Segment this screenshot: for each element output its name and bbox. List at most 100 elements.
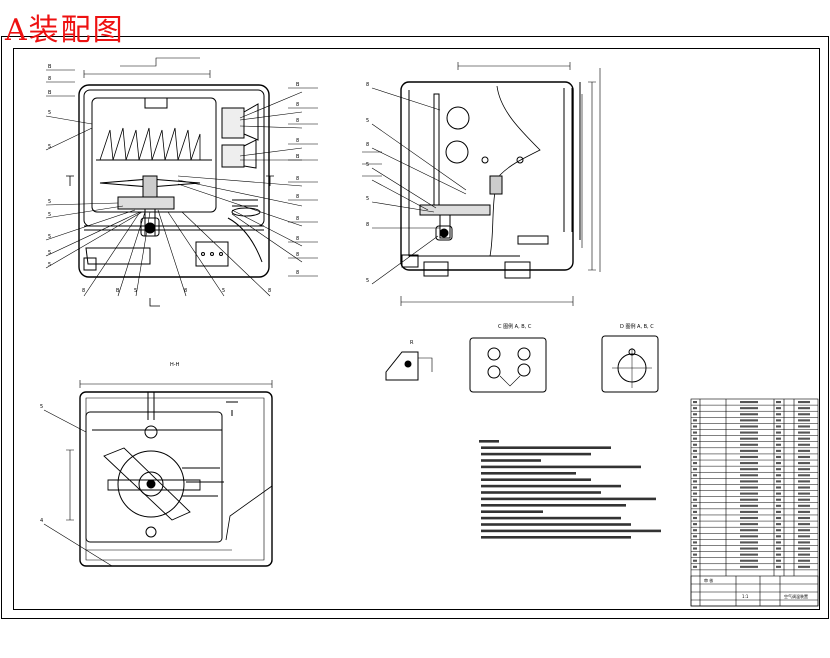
svg-text:C 图例 A, B, C: C 图例 A, B, C [498, 323, 532, 330]
parts-table-cell-mark [740, 547, 758, 550]
parts-table-cell-mark [740, 504, 758, 507]
parts-table-cell-mark [693, 553, 697, 556]
svg-text:B: B [48, 90, 52, 96]
parts-table-cell-mark [693, 449, 697, 452]
parts-table-cell-mark [693, 504, 697, 507]
parts-table-cell-mark [693, 541, 697, 544]
technical-note-line [481, 459, 541, 462]
parts-table-cell-mark [740, 541, 758, 544]
svg-text:5: 5 [366, 118, 369, 124]
svg-text:D 图例 A, B, C: D 图例 A, B, C [620, 323, 654, 330]
parts-table-cell-mark [798, 535, 810, 538]
parts-table-cell-mark [776, 547, 781, 550]
technical-note-line [481, 484, 621, 488]
svg-text:8: 8 [366, 222, 369, 228]
svg-text:8: 8 [184, 288, 187, 294]
parts-table-cell-mark [776, 516, 781, 520]
drawing-title: A装配图 [5, 13, 125, 48]
parts-table-cell-mark [740, 486, 758, 489]
svg-text:审 核: 审 核 [704, 577, 713, 583]
svg-text:5: 5 [48, 199, 51, 205]
parts-table-cell-mark [776, 462, 781, 465]
parts-table-cell-mark [776, 419, 781, 422]
parts-table-cell-mark [798, 462, 810, 465]
parts-table-cell-mark [776, 535, 781, 538]
svg-text:B: B [296, 154, 300, 160]
parts-table-cell-mark [776, 492, 781, 495]
parts-table-cell-mark [776, 553, 781, 556]
parts-table-cell-mark [693, 480, 697, 483]
parts-table-cell-mark [693, 437, 697, 440]
svg-text:1:1: 1:1 [742, 594, 749, 599]
parts-table-cell-mark [776, 523, 781, 526]
parts-table-cell-mark [798, 510, 810, 513]
parts-table-cell-mark [740, 407, 758, 410]
svg-text:B: B [296, 82, 300, 88]
parts-table-cell-mark [776, 529, 781, 532]
parts-table-rows [691, 401, 818, 571]
parts-table-cell-mark [693, 565, 697, 568]
parts-table-cell-mark [740, 437, 758, 440]
svg-text:5: 5 [48, 234, 51, 240]
parts-table-cell-mark [693, 474, 697, 477]
svg-text:B: B [48, 64, 52, 70]
parts-table-cell-mark [776, 413, 781, 416]
svg-text:5: 5 [222, 288, 225, 294]
technical-note-line [481, 465, 641, 469]
parts-table-cell-mark [798, 529, 810, 532]
detail-views [385, 335, 659, 393]
svg-text:8: 8 [296, 176, 299, 182]
svg-text:8: 8 [296, 270, 299, 276]
parts-table-cell-mark [776, 437, 781, 440]
parts-table-cell-mark [776, 407, 781, 410]
technical-note-line [479, 440, 499, 443]
parts-table-cell-mark [798, 419, 810, 422]
svg-text:8: 8 [296, 252, 299, 258]
parts-table-cell-mark [740, 425, 758, 428]
parts-table-cell-mark [740, 535, 758, 538]
parts-table-cell-mark [798, 565, 810, 568]
svg-text:8: 8 [366, 142, 369, 148]
parts-table-cell-mark [693, 535, 697, 538]
technical-note-line [481, 497, 656, 501]
parts-table-cell-mark [693, 407, 697, 410]
parts-table-cell-mark [740, 523, 758, 526]
parts-table-cell-mark [693, 462, 697, 465]
parts-table-cell-mark [693, 486, 697, 489]
parts-table-cell-mark [740, 492, 758, 495]
svg-text:5: 5 [48, 110, 51, 116]
parts-table-cell-mark [776, 431, 781, 434]
svg-text:5: 5 [366, 162, 369, 168]
parts-table-cell-mark [798, 449, 810, 452]
parts-table-cell-mark [740, 529, 758, 532]
parts-table-cell-mark [693, 419, 697, 422]
parts-table-cell-mark [798, 516, 810, 520]
technical-notes [479, 440, 679, 547]
parts-table-cell-mark [693, 559, 697, 562]
technical-note-line [481, 529, 661, 533]
parts-table-cell-mark [798, 559, 810, 562]
svg-text:8: 8 [366, 82, 369, 88]
svg-text:8: 8 [296, 138, 299, 144]
bottom-view-labels: 54 H-H [40, 362, 180, 524]
technical-notes-lines [479, 440, 661, 539]
parts-table-cell-mark [740, 443, 758, 446]
svg-text:8: 8 [268, 288, 271, 294]
technical-note-line [481, 452, 591, 456]
parts-table-cell-mark [693, 498, 697, 501]
parts-table-cell-mark [740, 431, 758, 434]
svg-text:5: 5 [48, 262, 51, 268]
svg-text:B: B [116, 288, 120, 294]
parts-table-cell-mark [798, 468, 810, 471]
technical-note-line [481, 472, 576, 475]
parts-table-cell-mark [740, 480, 758, 483]
parts-table-cell-mark [798, 425, 810, 428]
parts-table-cell-mark [740, 401, 758, 404]
parts-table-cell-mark [693, 431, 697, 434]
parts-table-cell-mark [776, 541, 781, 544]
parts-table-cell-mark [776, 480, 781, 483]
